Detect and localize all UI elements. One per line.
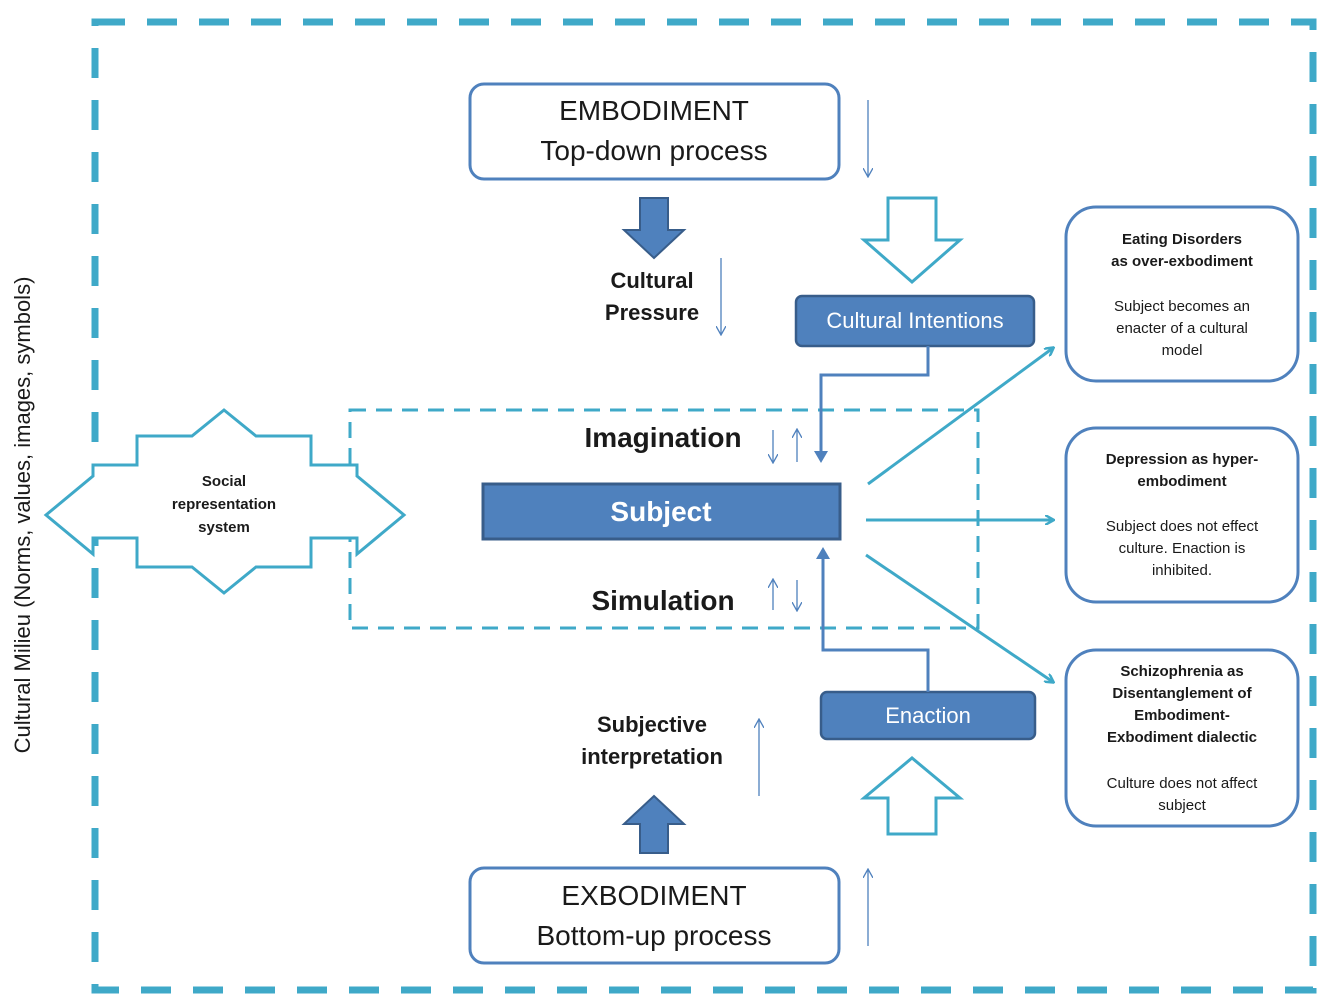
cultural-pressure-line2: Pressure <box>605 300 699 325</box>
cultural-pressure-line1: Cultural <box>610 268 693 293</box>
hollow-arrow-up-icon <box>859 756 965 836</box>
depression-title-line2: embodiment <box>1137 473 1226 490</box>
schizophrenia-body-line2: subject <box>1158 797 1206 814</box>
exbodiment-box: EXBODIMENT Bottom-up process <box>468 866 841 965</box>
outcome-box-depression: Depression as hyper- embodiment Subject … <box>1064 426 1300 604</box>
milieu-label: Cultural Milieu (Norms, values, images, … <box>10 277 35 754</box>
eating-disorders-body-line1: Subject becomes an <box>1114 298 1250 315</box>
intentions-to-subject-arrow <box>814 346 930 463</box>
schizophrenia-title-line3: Embodiment- <box>1134 707 1230 724</box>
social-representation-line3: system <box>198 519 250 536</box>
subject-box: Subject <box>481 482 842 541</box>
eating-disorders-title-line1: Eating Disorders <box>1122 231 1242 248</box>
outcome-box-eating-disorders: Eating Disorders as over-exbodiment Subj… <box>1064 205 1300 383</box>
block-arrow-down-icon <box>621 197 687 260</box>
imagination-label: Imagination <box>584 422 741 453</box>
eating-disorders-title-line2: as over-exbodiment <box>1111 253 1253 270</box>
four-way-arrow-icon <box>43 408 407 595</box>
hollow-arrow-down-icon <box>860 196 964 284</box>
eating-disorders-body-line3: model <box>1162 342 1203 359</box>
exbodiment-title: EXBODIMENT <box>561 880 746 911</box>
enaction-box: Enaction <box>819 690 1037 741</box>
subjective-interpretation-line2: interpretation <box>581 744 723 769</box>
depression-body-line1: Subject does not effect <box>1106 518 1259 535</box>
enaction-label: Enaction <box>885 703 971 728</box>
eating-disorders-body-line2: enacter of a cultural <box>1116 320 1248 337</box>
cultural-intentions-box: Cultural Intentions <box>794 294 1036 348</box>
depression-body-line2: culture. Enaction is <box>1119 540 1246 557</box>
social-representation-arrow: Social representation system <box>43 408 407 595</box>
exbodiment-subtitle: Bottom-up process <box>537 920 772 951</box>
social-representation-line1: Social <box>202 473 246 490</box>
cultural-intentions-label: Cultural Intentions <box>826 308 1003 333</box>
embodiment-title: EMBODIMENT <box>559 95 749 126</box>
embodiment-subtitle: Top-down process <box>540 135 767 166</box>
block-arrow-up-icon <box>621 794 687 854</box>
simulation-label: Simulation <box>591 585 734 616</box>
outcome-box-schizophrenia: Schizophrenia as Disentanglement of Embo… <box>1064 648 1300 828</box>
subject-label: Subject <box>610 496 711 527</box>
subject-to-schizophrenia-arrow <box>865 553 1053 682</box>
schizophrenia-title-line1: Schizophrenia as <box>1120 663 1243 680</box>
depression-body-line3: inhibited. <box>1152 562 1212 579</box>
social-representation-line2: representation <box>172 496 276 513</box>
depression-title-line1: Depression as hyper- <box>1106 451 1259 468</box>
schizophrenia-title-line4: Exbodiment dialectic <box>1107 729 1257 746</box>
enaction-to-subject-arrow <box>816 547 930 692</box>
schizophrenia-title-line2: Disentanglement of <box>1112 685 1252 702</box>
subjective-interpretation-line1: Subjective <box>597 712 707 737</box>
schizophrenia-body-line1: Culture does not affect <box>1107 775 1258 792</box>
subject-to-eating-disorders-arrow <box>867 348 1053 486</box>
embodiment-box: EMBODIMENT Top-down process <box>468 82 841 181</box>
